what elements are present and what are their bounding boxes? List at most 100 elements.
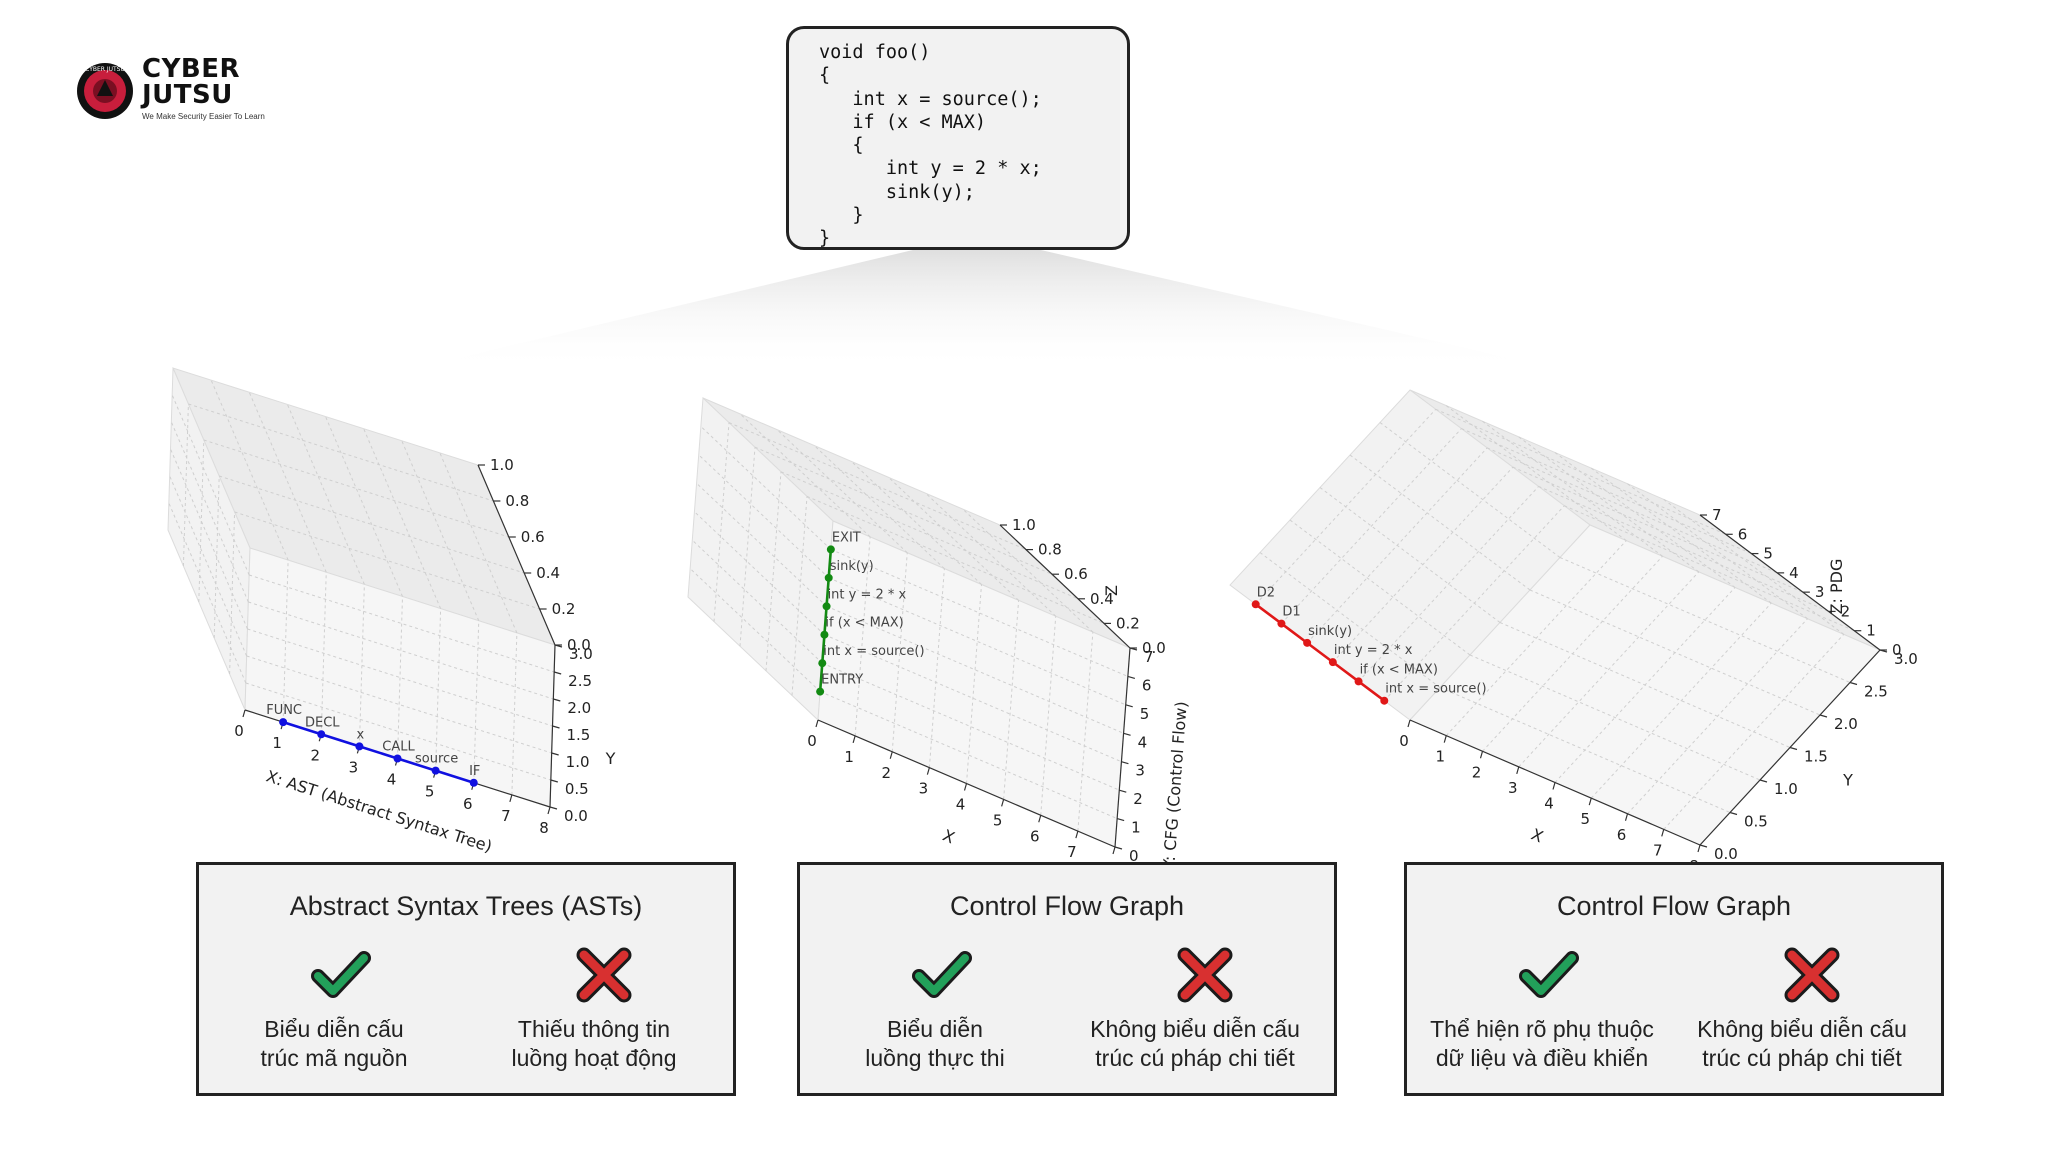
y-tick-mark xyxy=(549,806,558,810)
y-tick-mark xyxy=(1699,844,1708,848)
logo-seal-icon: CYBER JUTSU xyxy=(77,63,133,119)
grid-line xyxy=(1564,505,1855,632)
y-tick-mark xyxy=(1123,732,1131,736)
data-point xyxy=(1303,638,1312,647)
grid-line xyxy=(325,416,403,597)
z-tick-label: 2 xyxy=(1841,602,1851,620)
data-point xyxy=(355,742,364,751)
series-line xyxy=(282,720,475,784)
grid-line xyxy=(1439,687,1731,813)
y-axis-label: Y xyxy=(605,749,616,768)
card-con-text: Không biểu diễn cấu trúc cú pháp chi tiế… xyxy=(1697,1016,1907,1071)
x-axis-label: X xyxy=(940,826,958,848)
y-tick-mark xyxy=(1789,746,1798,751)
comparison-card: Control Flow Graph Thể hiện rõ phụ thuộc… xyxy=(1404,862,1944,1096)
z-tick-label: 0.0 xyxy=(1142,639,1166,657)
y-tick-mark xyxy=(553,698,561,702)
grid-line xyxy=(1529,589,1821,716)
x-tick-label: 7 xyxy=(1653,841,1663,859)
data-label: int y = 2 * x xyxy=(828,587,907,602)
brand-name: CYBER JUTSU xyxy=(142,56,240,108)
grid-line xyxy=(234,511,540,610)
data-label: IF xyxy=(469,764,480,779)
z-tick-label: 1 xyxy=(1866,622,1876,640)
x-tick-mark xyxy=(1001,799,1005,807)
x-tick-label: 7 xyxy=(1067,843,1077,861)
x-tick-mark xyxy=(509,794,513,803)
grid-line xyxy=(245,682,551,781)
data-point xyxy=(1251,600,1260,609)
y-tick-mark xyxy=(554,671,562,675)
brand-line2: JUTSU xyxy=(142,80,233,110)
plot-3: 0123456780.00.51.01.52.02.53.001234567XY… xyxy=(1229,389,1918,875)
y-tick-label: 3.0 xyxy=(1894,650,1918,668)
grid-line xyxy=(1590,602,1772,799)
data-point xyxy=(469,778,478,787)
y-tick-label: 0.5 xyxy=(1744,813,1768,831)
y-axis-line xyxy=(1114,647,1131,848)
grid-line xyxy=(248,392,327,573)
x-axis-label: X: AST (Abstract Syntax Tree) xyxy=(264,766,495,856)
z-tick-label: 0.4 xyxy=(536,564,560,582)
grid-line xyxy=(171,394,250,576)
x-tick-label: 3 xyxy=(349,758,359,776)
data-label: ENTRY xyxy=(821,673,863,688)
grid-line xyxy=(1281,428,1462,624)
z-axis-line xyxy=(999,524,1131,649)
x-tick-label: 6 xyxy=(463,795,473,813)
x-tick-label: 1 xyxy=(1435,748,1445,766)
grid-line xyxy=(188,403,494,502)
x-tick-mark xyxy=(1075,830,1079,839)
z-tick-label: 7 xyxy=(1712,506,1722,524)
svg-text:CYBER JUTSU: CYBER JUTSU xyxy=(85,66,125,73)
data-point xyxy=(818,659,827,668)
data-point xyxy=(393,754,402,763)
x-tick-label: 5 xyxy=(993,811,1003,829)
y-tick-label: 0.0 xyxy=(1714,845,1738,863)
y-tick-label: 2.5 xyxy=(1864,683,1888,701)
cross-icon xyxy=(574,945,634,1005)
x-tick-mark xyxy=(963,783,968,791)
y-tick-label: 1.5 xyxy=(1804,748,1828,766)
grid-line xyxy=(1349,454,1531,591)
y-tick-mark xyxy=(551,752,559,756)
grid-line xyxy=(1512,466,1804,593)
y-tick-label: 1.0 xyxy=(1774,780,1798,798)
x-tick-mark xyxy=(1697,844,1701,853)
z-tick-label: 0.6 xyxy=(1064,565,1088,583)
y-tick-mark xyxy=(1729,811,1738,816)
y-axis-label: Y xyxy=(1842,771,1853,790)
y-tick-mark xyxy=(1125,704,1133,708)
x-tick-mark xyxy=(1552,782,1556,790)
y-tick-label: 1.0 xyxy=(566,753,590,771)
grid-line xyxy=(247,628,553,727)
card-pro-text: Biểu diễn luồng thực thi xyxy=(865,1016,1005,1071)
z-tick-label: 0.4 xyxy=(1090,590,1114,608)
x-tick-mark xyxy=(1516,766,1520,775)
data-point xyxy=(824,573,833,582)
y-tick-mark xyxy=(550,779,558,783)
grid-line xyxy=(1379,422,1561,558)
data-point xyxy=(1380,696,1389,705)
x-tick-label: 8 xyxy=(539,819,549,837)
data-label: DECL xyxy=(305,715,340,730)
data-label: sink(y) xyxy=(1308,624,1352,639)
x-tick-label: 5 xyxy=(425,783,435,801)
comparison-card: Abstract Syntax Trees (ASTs) Biểu diễn c… xyxy=(196,862,736,1096)
card-title: Control Flow Graph xyxy=(1556,891,1792,921)
data-label: int y = 2 * x xyxy=(1334,643,1413,658)
grid-line xyxy=(1445,540,1627,736)
x-tick-mark xyxy=(1112,846,1116,855)
x-tick-label: 3 xyxy=(919,780,929,798)
grid-line xyxy=(1538,485,1829,612)
y-tick-label: 4 xyxy=(1138,733,1148,751)
card-pro-text: Biểu diễn cấu trúc mã nguồn xyxy=(260,1016,408,1071)
grid-line xyxy=(1383,505,1565,702)
x-tick-label: 0 xyxy=(1399,732,1409,750)
data-point xyxy=(1277,619,1286,628)
grid-line xyxy=(1518,571,1700,768)
cross-icon xyxy=(1782,945,1842,1005)
check-icon xyxy=(311,945,371,1005)
x-tick-mark xyxy=(1588,797,1592,806)
